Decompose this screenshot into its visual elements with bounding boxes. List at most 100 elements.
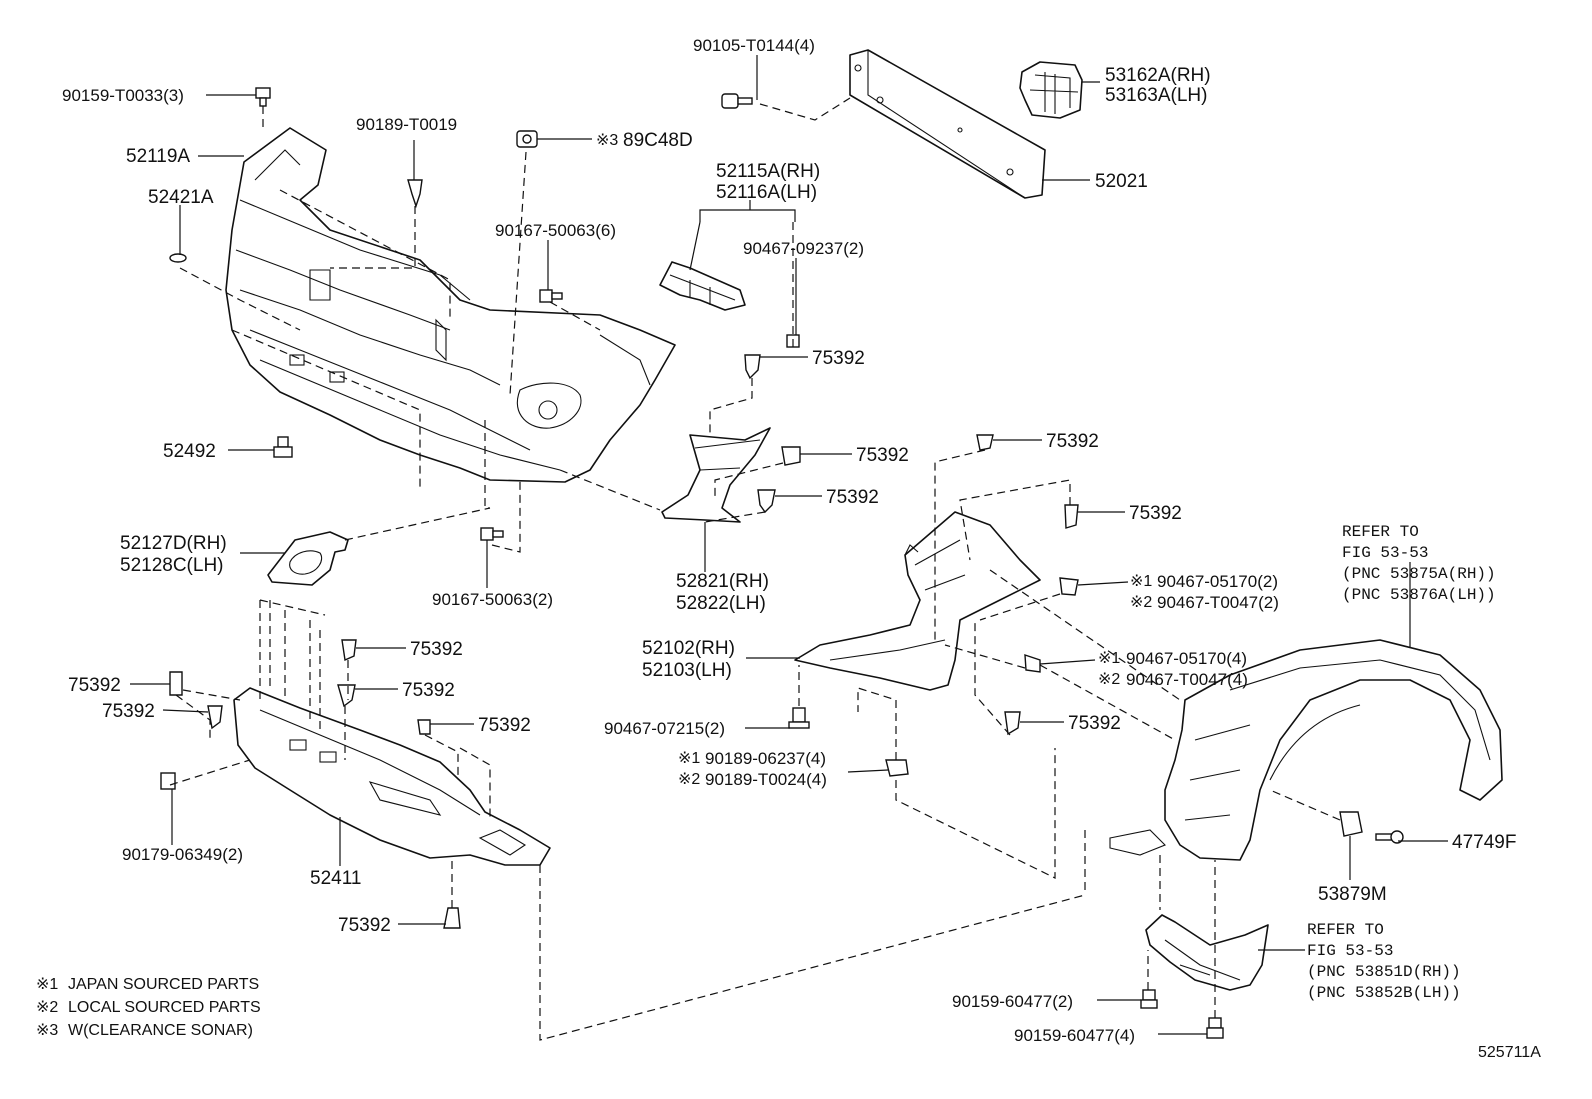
figure-number: 525711A	[1478, 1044, 1541, 1061]
fog-bezel-drawing	[267, 531, 349, 586]
refer2-pnc2: (PNC 53852B(LH))	[1307, 984, 1461, 1002]
refer1-fig: FIG 53-53	[1342, 544, 1428, 562]
label-90467-05170-4-mark: ※1	[1098, 650, 1120, 667]
clip-icon	[207, 705, 223, 730]
label-53162a: 53162A(RH)	[1105, 65, 1211, 86]
label-90159-60477-4: 90159-60477(4)	[1014, 1026, 1135, 1045]
sonar-sensor-icon	[516, 130, 538, 148]
clip-icon	[1004, 711, 1021, 736]
screw-icon	[788, 707, 810, 729]
label-47749f: 47749F	[1452, 832, 1516, 853]
clip-icon	[1024, 654, 1041, 673]
label-90467-07215: 90467-07215(2)	[604, 719, 725, 738]
bumper-reinforcement-drawing	[849, 49, 1046, 199]
screw-icon	[539, 289, 563, 303]
fasteners	[160, 87, 1404, 1039]
bolt-icon	[721, 93, 753, 109]
label-52116a: 52116A(LH)	[716, 182, 817, 203]
label-90467-t0047-2-mark: ※2	[1130, 594, 1152, 611]
grommet-icon	[169, 253, 187, 263]
label-75392-a: 75392	[812, 348, 865, 369]
assembly-lines	[169, 97, 1341, 1041]
refer1-pnc2: (PNC 53876A(LH))	[1342, 586, 1496, 604]
clip-icon	[169, 671, 183, 696]
footnote-1-text: JAPAN SOURCED PARTS	[68, 976, 259, 993]
clip-icon	[443, 907, 461, 929]
clip-icon	[341, 639, 357, 662]
label-75392-h: 75392	[402, 680, 455, 701]
label-90467-05170-2-mark: ※1	[1130, 573, 1152, 590]
footnotes: ※1 JAPAN SOURCED PARTS ※2 LOCAL SOURCED …	[36, 976, 261, 1039]
label-75392-j: 75392	[478, 715, 531, 736]
label-52411: 52411	[310, 868, 361, 889]
label-75392-l: 75392	[338, 915, 391, 936]
footnote-3-text: W(CLEARANCE SONAR)	[68, 1022, 253, 1039]
refer2-fig: FIG 53-53	[1307, 942, 1393, 960]
label-52119a: 52119A	[126, 146, 190, 167]
label-75392-c: 75392	[1046, 431, 1099, 452]
refer2-pnc1: (PNC 53851D(RH))	[1307, 963, 1461, 981]
clip-icon	[1059, 577, 1079, 596]
label-90189-t0024: 90189-T0024(4)	[705, 770, 827, 789]
refer2-title: REFER TO	[1307, 921, 1384, 939]
label-90189-t0024-mark: ※2	[678, 771, 700, 788]
side-spoiler-drawing	[661, 427, 771, 523]
label-90159-t0033: 90159-T0033(3)	[62, 86, 184, 105]
footnote-3-mark: ※3	[36, 1022, 58, 1039]
label-90189-06237: 90189-06237(4)	[705, 749, 826, 768]
label-52021: 52021	[1095, 171, 1148, 192]
label-90467-t0047-2: 90467-T0047(2)	[1157, 593, 1279, 612]
clip-icon	[744, 354, 761, 380]
label-52822: 52822(LH)	[676, 593, 766, 614]
label-52492: 52492	[163, 441, 216, 462]
label-75392-g: 75392	[68, 675, 121, 696]
label-52103: 52103(LH)	[642, 660, 732, 681]
label-90179-06349: 90179-06349(2)	[122, 845, 243, 864]
fender-liner-drawing	[1109, 639, 1503, 861]
mud-flap-drawing	[1145, 914, 1269, 991]
clip-icon	[1064, 504, 1079, 529]
clip-icon	[407, 179, 423, 209]
footnote-2-mark: ※2	[36, 999, 58, 1016]
label-90467-09237: 90467-09237(2)	[743, 239, 864, 258]
nut-icon	[160, 772, 176, 790]
label-89c48d: 89C48D	[623, 130, 693, 151]
label-52421a: 52421A	[148, 187, 214, 208]
leader-lines	[130, 55, 1448, 1035]
label-90189-t0019: 90189-T0019	[356, 115, 457, 134]
label-90467-t0047-4: 90467-T0047(4)	[1126, 670, 1248, 689]
label-90189-06237-mark: ※1	[678, 750, 700, 767]
label-53879m: 53879M	[1318, 884, 1387, 905]
clip-icon	[337, 684, 356, 708]
bolt-icon	[1206, 1017, 1224, 1039]
clip-icon	[781, 446, 801, 466]
bolt-icon	[273, 436, 293, 458]
label-53163a: 53163A(LH)	[1105, 85, 1207, 106]
label-52115a: 52115A(RH)	[716, 161, 820, 182]
clip-icon	[757, 489, 776, 514]
label-75392-f: 75392	[410, 639, 463, 660]
screw-icon	[480, 527, 504, 541]
label-89c48d-mark: ※3	[596, 132, 618, 149]
part-labels: 90159-T0033(3) 90189-T0019 ※3 89C48D 901…	[62, 36, 1516, 1045]
label-75392-e: 75392	[1129, 503, 1182, 524]
refer1-pnc1: (PNC 53875A(RH))	[1342, 565, 1496, 583]
clip-icon	[976, 434, 994, 451]
footnote-1-mark: ※1	[36, 976, 58, 993]
clip-icon	[417, 719, 431, 735]
refer1-title: REFER TO	[1342, 523, 1419, 541]
clip-icon	[885, 759, 909, 777]
footnote-2-text: LOCAL SOURCED PARTS	[68, 999, 261, 1016]
label-90167-50063-2: 90167-50063(2)	[432, 590, 553, 609]
label-90467-05170-2: 90467-05170(2)	[1157, 572, 1278, 591]
side-mudguard-drawing	[794, 511, 1041, 691]
bumper-cover-drawing	[225, 127, 676, 483]
bolt-icon	[255, 87, 271, 107]
label-75392-k: 75392	[1068, 713, 1121, 734]
bolt-icon	[1140, 989, 1158, 1009]
lower-cover-drawing	[233, 687, 551, 866]
label-52127d: 52127D(RH)	[120, 533, 227, 554]
label-90105-t0144: 90105-T0144(4)	[693, 36, 815, 55]
clip-icon	[1339, 811, 1363, 837]
